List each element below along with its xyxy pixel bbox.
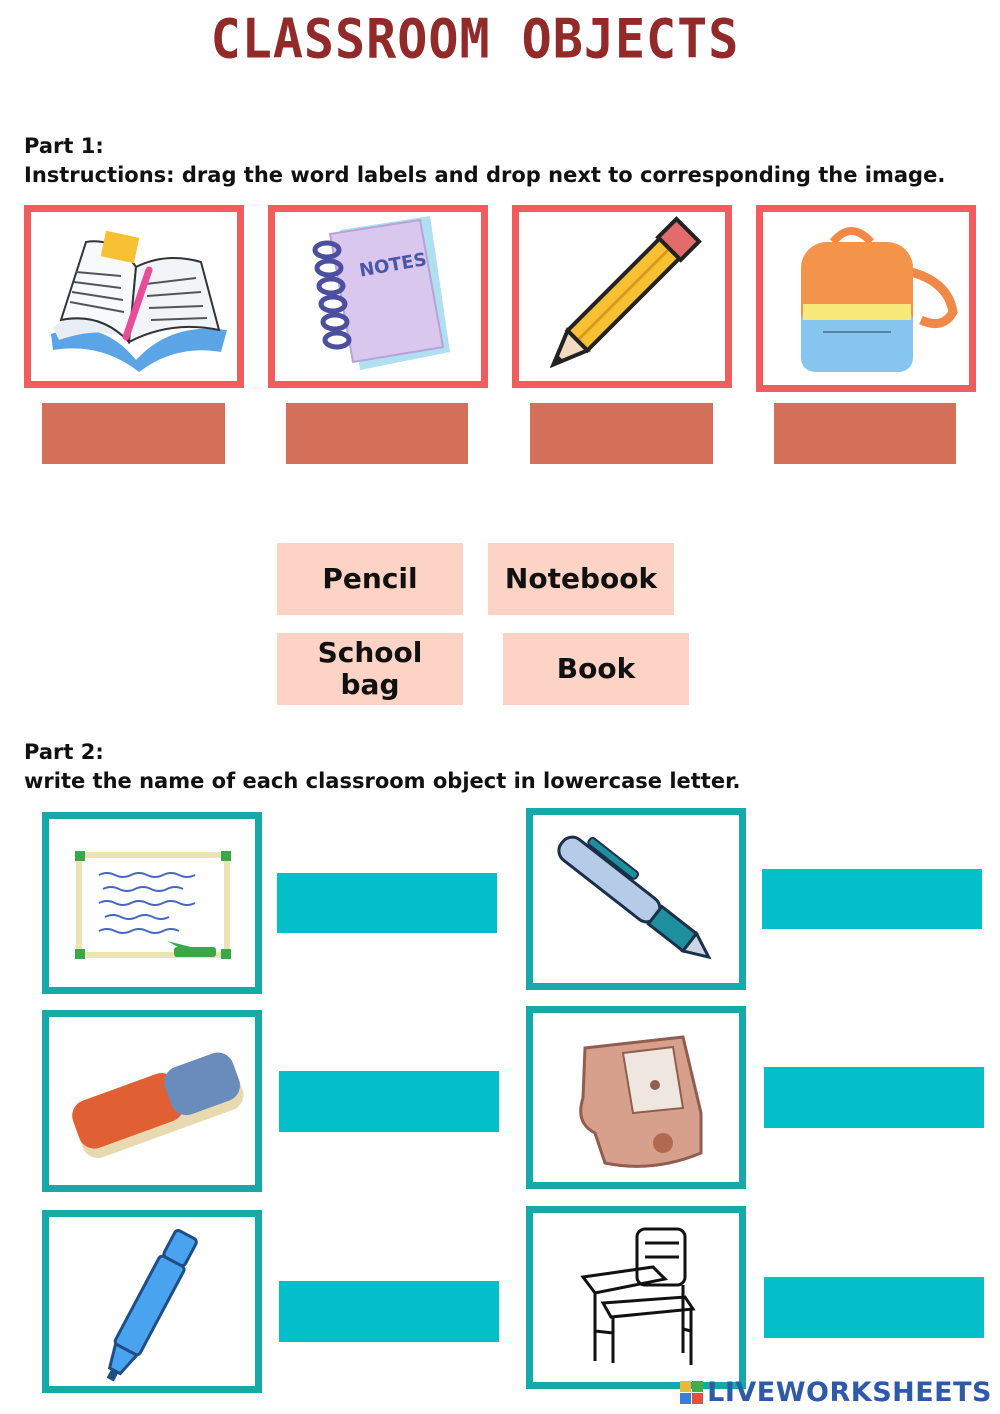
part2-instructions: write the name of each classroom object …	[24, 769, 741, 793]
drop-zone-school-bag[interactable]	[774, 403, 956, 464]
answer-field-pen[interactable]	[762, 869, 982, 929]
book-image-frame	[24, 205, 244, 388]
whiteboard-icon	[75, 851, 231, 959]
answer-field-desk-chair[interactable]	[764, 1277, 984, 1338]
pen-icon	[557, 835, 712, 960]
part1-heading: Part 1:	[24, 134, 104, 158]
eraser-image-frame	[42, 1010, 262, 1192]
word-label-notebook[interactable]: Notebook	[488, 543, 674, 615]
liveworksheets-watermark: LIVEWORKSHEETS	[680, 1377, 992, 1408]
sharpener-image-frame	[526, 1006, 746, 1189]
school-bag-icon	[801, 227, 958, 372]
marker-image-frame	[42, 1210, 262, 1393]
desk-chair-image-frame	[526, 1206, 746, 1389]
part2-heading: Part 2:	[24, 740, 104, 764]
desk-chair-icon	[580, 1227, 696, 1365]
word-label-pencil[interactable]: Pencil	[277, 543, 463, 615]
page-title: CLASSROOM OBJECTS	[210, 7, 740, 71]
drop-zone-pencil[interactable]	[530, 403, 713, 464]
eraser-icon	[72, 1052, 244, 1159]
pencil-image-frame	[512, 205, 732, 388]
book-icon	[51, 230, 227, 372]
notebook-icon: NOTES	[312, 216, 450, 370]
answer-field-sharpener[interactable]	[764, 1067, 984, 1128]
word-label-school-bag[interactable]: School bag	[277, 633, 463, 705]
school-bag-image-frame	[756, 205, 976, 392]
answer-field-whiteboard[interactable]	[277, 873, 497, 933]
answer-field-eraser[interactable]	[279, 1071, 499, 1132]
whiteboard-image-frame	[42, 812, 262, 994]
notebook-image-frame: NOTES	[268, 205, 488, 388]
pen-image-frame	[526, 808, 746, 990]
word-label-book[interactable]: Book	[503, 633, 689, 705]
sharpener-icon	[579, 1035, 703, 1168]
marker-icon	[106, 1229, 198, 1382]
answer-field-marker[interactable]	[279, 1281, 499, 1342]
drop-zone-book[interactable]	[42, 403, 225, 464]
liveworksheets-logo-icon	[680, 1381, 704, 1404]
pencil-icon	[549, 216, 702, 369]
watermark-text: LIVEWORKSHEETS	[707, 1377, 992, 1408]
drop-zone-notebook[interactable]	[286, 403, 468, 464]
part1-instructions: Instructions: drag the word labels and d…	[24, 163, 946, 187]
